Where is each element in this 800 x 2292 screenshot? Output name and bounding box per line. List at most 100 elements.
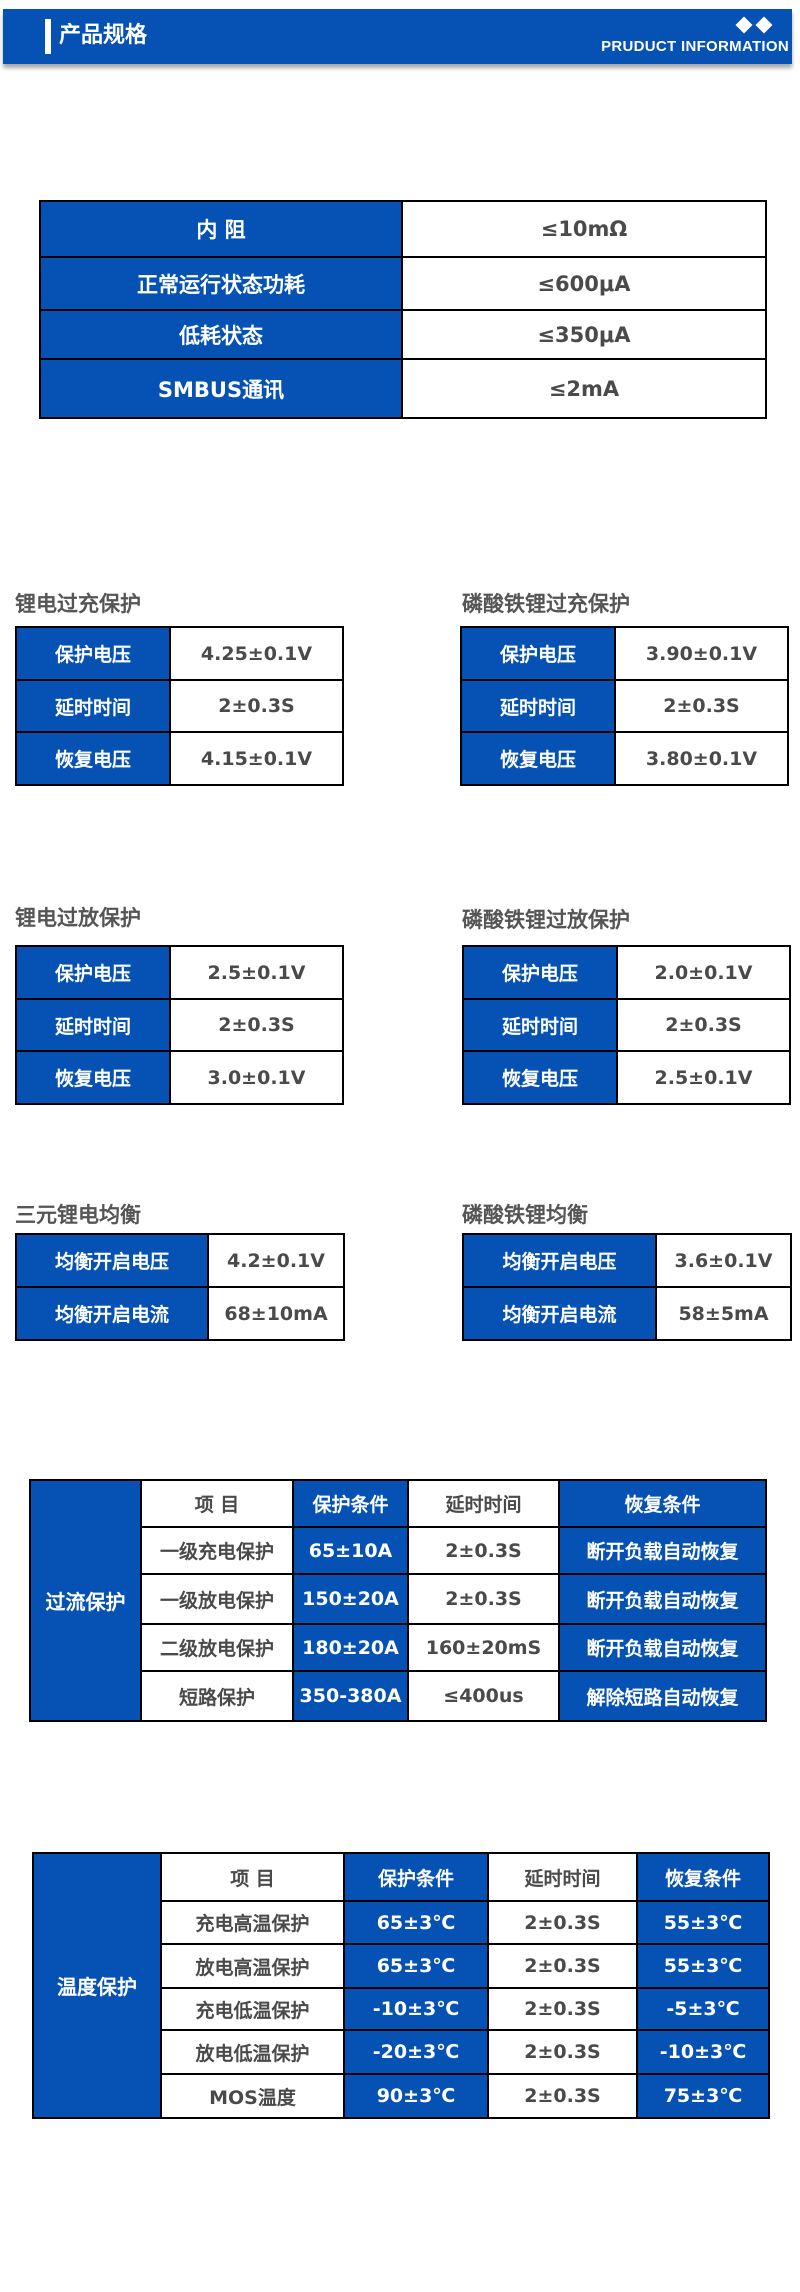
condition-cell: 90±3℃	[343, 2073, 489, 2119]
param-value: 4.15±0.1V	[169, 731, 344, 786]
table-row: 一级充电保护 65±10A 2±0.3S 断开负载自动恢复	[30, 1526, 767, 1575]
item-cell: 放电高温保护	[160, 1943, 345, 1989]
table-row: MOS温度 90±3℃ 2±0.3S 75±3℃	[33, 2073, 770, 2119]
section-header-banner: 产品规格 PRUDUCT INFORMATION	[3, 9, 792, 64]
delay-cell: ≤400us	[407, 1670, 560, 1722]
table-row: 保护电压 2.5±0.1V	[15, 945, 344, 1000]
table-row: 短路保护 350-380A ≤400us 解除短路自动恢复	[30, 1670, 767, 1722]
condition-cell: 150±20A	[292, 1573, 409, 1625]
temperature-table: 温度保护 项 目 保护条件 延时时间 恢复条件 充电高温保护 65±3℃ 2±0…	[32, 1852, 770, 2119]
param-value: 68±10mA	[207, 1286, 345, 1341]
param-value: 2±0.3S	[169, 998, 344, 1052]
table-row: 恢复电压 3.80±0.1V	[460, 731, 789, 786]
param-value: 2±0.3S	[614, 679, 789, 733]
table-header-row: 过流保护 项 目 保护条件 延时时间 恢复条件	[29, 1479, 767, 1722]
param-label: 恢复电压	[15, 731, 171, 786]
table-row: 恢复电压 3.0±0.1V	[15, 1050, 344, 1105]
delay-cell: 2±0.3S	[407, 1573, 560, 1625]
param-label: 延时时间	[460, 679, 616, 733]
table-row: 延时时间 2±0.3S	[15, 998, 344, 1052]
column-header-item: 项 目	[140, 1479, 294, 1528]
delay-cell: 2±0.3S	[487, 1987, 638, 2031]
param-value: 3.80±0.1V	[614, 731, 789, 786]
lfp-overcharge-table: 保护电压 3.90±0.1V 延时时间 2±0.3S 恢复电压 3.80±0.1…	[460, 626, 789, 786]
item-cell: 充电低温保护	[160, 1987, 345, 2031]
table-row: 均衡开启电压 3.6±0.1V	[462, 1233, 792, 1288]
param-value: 3.6±0.1V	[655, 1233, 792, 1288]
section-title-lfp-overcharge: 磷酸铁锂过充保护	[462, 592, 630, 616]
param-label: 保护电压	[15, 626, 171, 681]
condition-cell: 65±3℃	[343, 1943, 489, 1989]
spec-label: 正常运行状态功耗	[39, 256, 403, 311]
param-label: 恢复电压	[460, 731, 616, 786]
param-value: 2.5±0.1V	[616, 1050, 791, 1105]
param-value: 2.5±0.1V	[169, 945, 344, 1000]
param-value: 58±5mA	[655, 1286, 792, 1341]
li-overdischarge-table: 保护电压 2.5±0.1V 延时时间 2±0.3S 恢复电压 3.0±0.1V	[15, 945, 344, 1105]
section-title-li-overcharge: 锂电过充保护	[15, 592, 141, 616]
param-value: 2±0.3S	[616, 998, 791, 1052]
condition-cell: 65±3℃	[343, 1900, 489, 1945]
header-accent-bar	[45, 19, 51, 54]
delay-cell: 2±0.3S	[487, 2029, 638, 2075]
item-cell: 二级放电保护	[140, 1623, 294, 1672]
li-overcharge-table: 保护电压 4.25±0.1V 延时时间 2±0.3S 恢复电压 4.15±0.1…	[15, 626, 344, 786]
recovery-cell: 解除短路自动恢复	[558, 1670, 767, 1722]
table-row: SMBUS通讯 ≤2mA	[39, 358, 767, 419]
table-row: 充电低温保护 -10±3℃ 2±0.3S -5±3℃	[33, 1987, 770, 2031]
delay-cell: 2±0.3S	[487, 2073, 638, 2119]
table-row: 正常运行状态功耗 ≤600μA	[39, 256, 767, 311]
param-value: 3.0±0.1V	[169, 1050, 344, 1105]
param-label: 保护电压	[462, 945, 618, 1000]
condition-cell: 65±10A	[292, 1526, 409, 1575]
table-row: 延时时间 2±0.3S	[460, 679, 789, 733]
spec-label: 低耗状态	[39, 309, 403, 360]
column-header-recovery: 恢复条件	[636, 1852, 770, 1902]
param-value: 2±0.3S	[169, 679, 344, 733]
condition-cell: 180±20A	[292, 1623, 409, 1672]
temperature-group-label: 温度保护	[32, 1852, 162, 2119]
section-title-lfp-overdischarge: 磷酸铁锂过放保护	[462, 908, 630, 932]
recovery-cell: 75±3℃	[636, 2073, 770, 2119]
section-title-li-overdischarge: 锂电过放保护	[15, 906, 141, 930]
basic-specs-table: 内 阻 ≤10mΩ 正常运行状态功耗 ≤600μA 低耗状态 ≤350μA SM…	[39, 200, 767, 419]
param-label: 延时时间	[462, 998, 618, 1052]
recovery-cell: 55±3℃	[636, 1900, 770, 1945]
param-label: 保护电压	[460, 626, 616, 681]
table-row: 均衡开启电流 68±10mA	[15, 1286, 345, 1341]
condition-cell: -10±3℃	[343, 1987, 489, 2031]
table-row: 保护电压 2.0±0.1V	[462, 945, 791, 1000]
table-row: 充电高温保护 65±3℃ 2±0.3S 55±3℃	[33, 1900, 770, 1945]
item-cell: 一级放电保护	[140, 1573, 294, 1625]
recovery-cell: 断开负载自动恢复	[558, 1623, 767, 1672]
table-row: 延时时间 2±0.3S	[462, 998, 791, 1052]
table-row: 均衡开启电流 58±5mA	[462, 1286, 792, 1341]
overcurrent-table: 过流保护 项 目 保护条件 延时时间 恢复条件 一级充电保护 65±10A 2±…	[29, 1479, 767, 1722]
table-row: 均衡开启电压 4.2±0.1V	[15, 1233, 345, 1288]
table-row: 恢复电压 2.5±0.1V	[462, 1050, 791, 1105]
lfp-overdischarge-table: 保护电压 2.0±0.1V 延时时间 2±0.3S 恢复电压 2.5±0.1V	[462, 945, 791, 1105]
table-row: 恢复电压 4.15±0.1V	[15, 731, 344, 786]
overcurrent-group-label: 过流保护	[29, 1479, 142, 1722]
column-header-item: 项 目	[160, 1852, 345, 1902]
lfp-balance-table: 均衡开启电压 3.6±0.1V 均衡开启电流 58±5mA	[462, 1233, 792, 1341]
recovery-cell: 断开负载自动恢复	[558, 1573, 767, 1625]
diamond-pair-icon	[755, 16, 773, 34]
table-row: 一级放电保护 150±20A 2±0.3S 断开负载自动恢复	[30, 1573, 767, 1625]
column-header-recovery: 恢复条件	[558, 1479, 767, 1528]
spec-label: 内 阻	[39, 200, 403, 258]
item-cell: MOS温度	[160, 2073, 345, 2119]
delay-cell: 2±0.3S	[487, 1900, 638, 1945]
table-row: 延时时间 2±0.3S	[15, 679, 344, 733]
column-header-delay: 延时时间	[487, 1852, 638, 1902]
param-label: 均衡开启电流	[462, 1286, 657, 1341]
recovery-cell: -5±3℃	[636, 1987, 770, 2031]
table-row: 放电高温保护 65±3℃ 2±0.3S 55±3℃	[33, 1943, 770, 1989]
column-header-condition: 保护条件	[292, 1479, 409, 1528]
param-label: 均衡开启电压	[15, 1233, 209, 1288]
spec-value: ≤350μA	[401, 309, 767, 360]
param-value: 4.25±0.1V	[169, 626, 344, 681]
param-label: 保护电压	[15, 945, 171, 1000]
param-label: 延时时间	[15, 998, 171, 1052]
table-row: 内 阻 ≤10mΩ	[39, 200, 767, 258]
